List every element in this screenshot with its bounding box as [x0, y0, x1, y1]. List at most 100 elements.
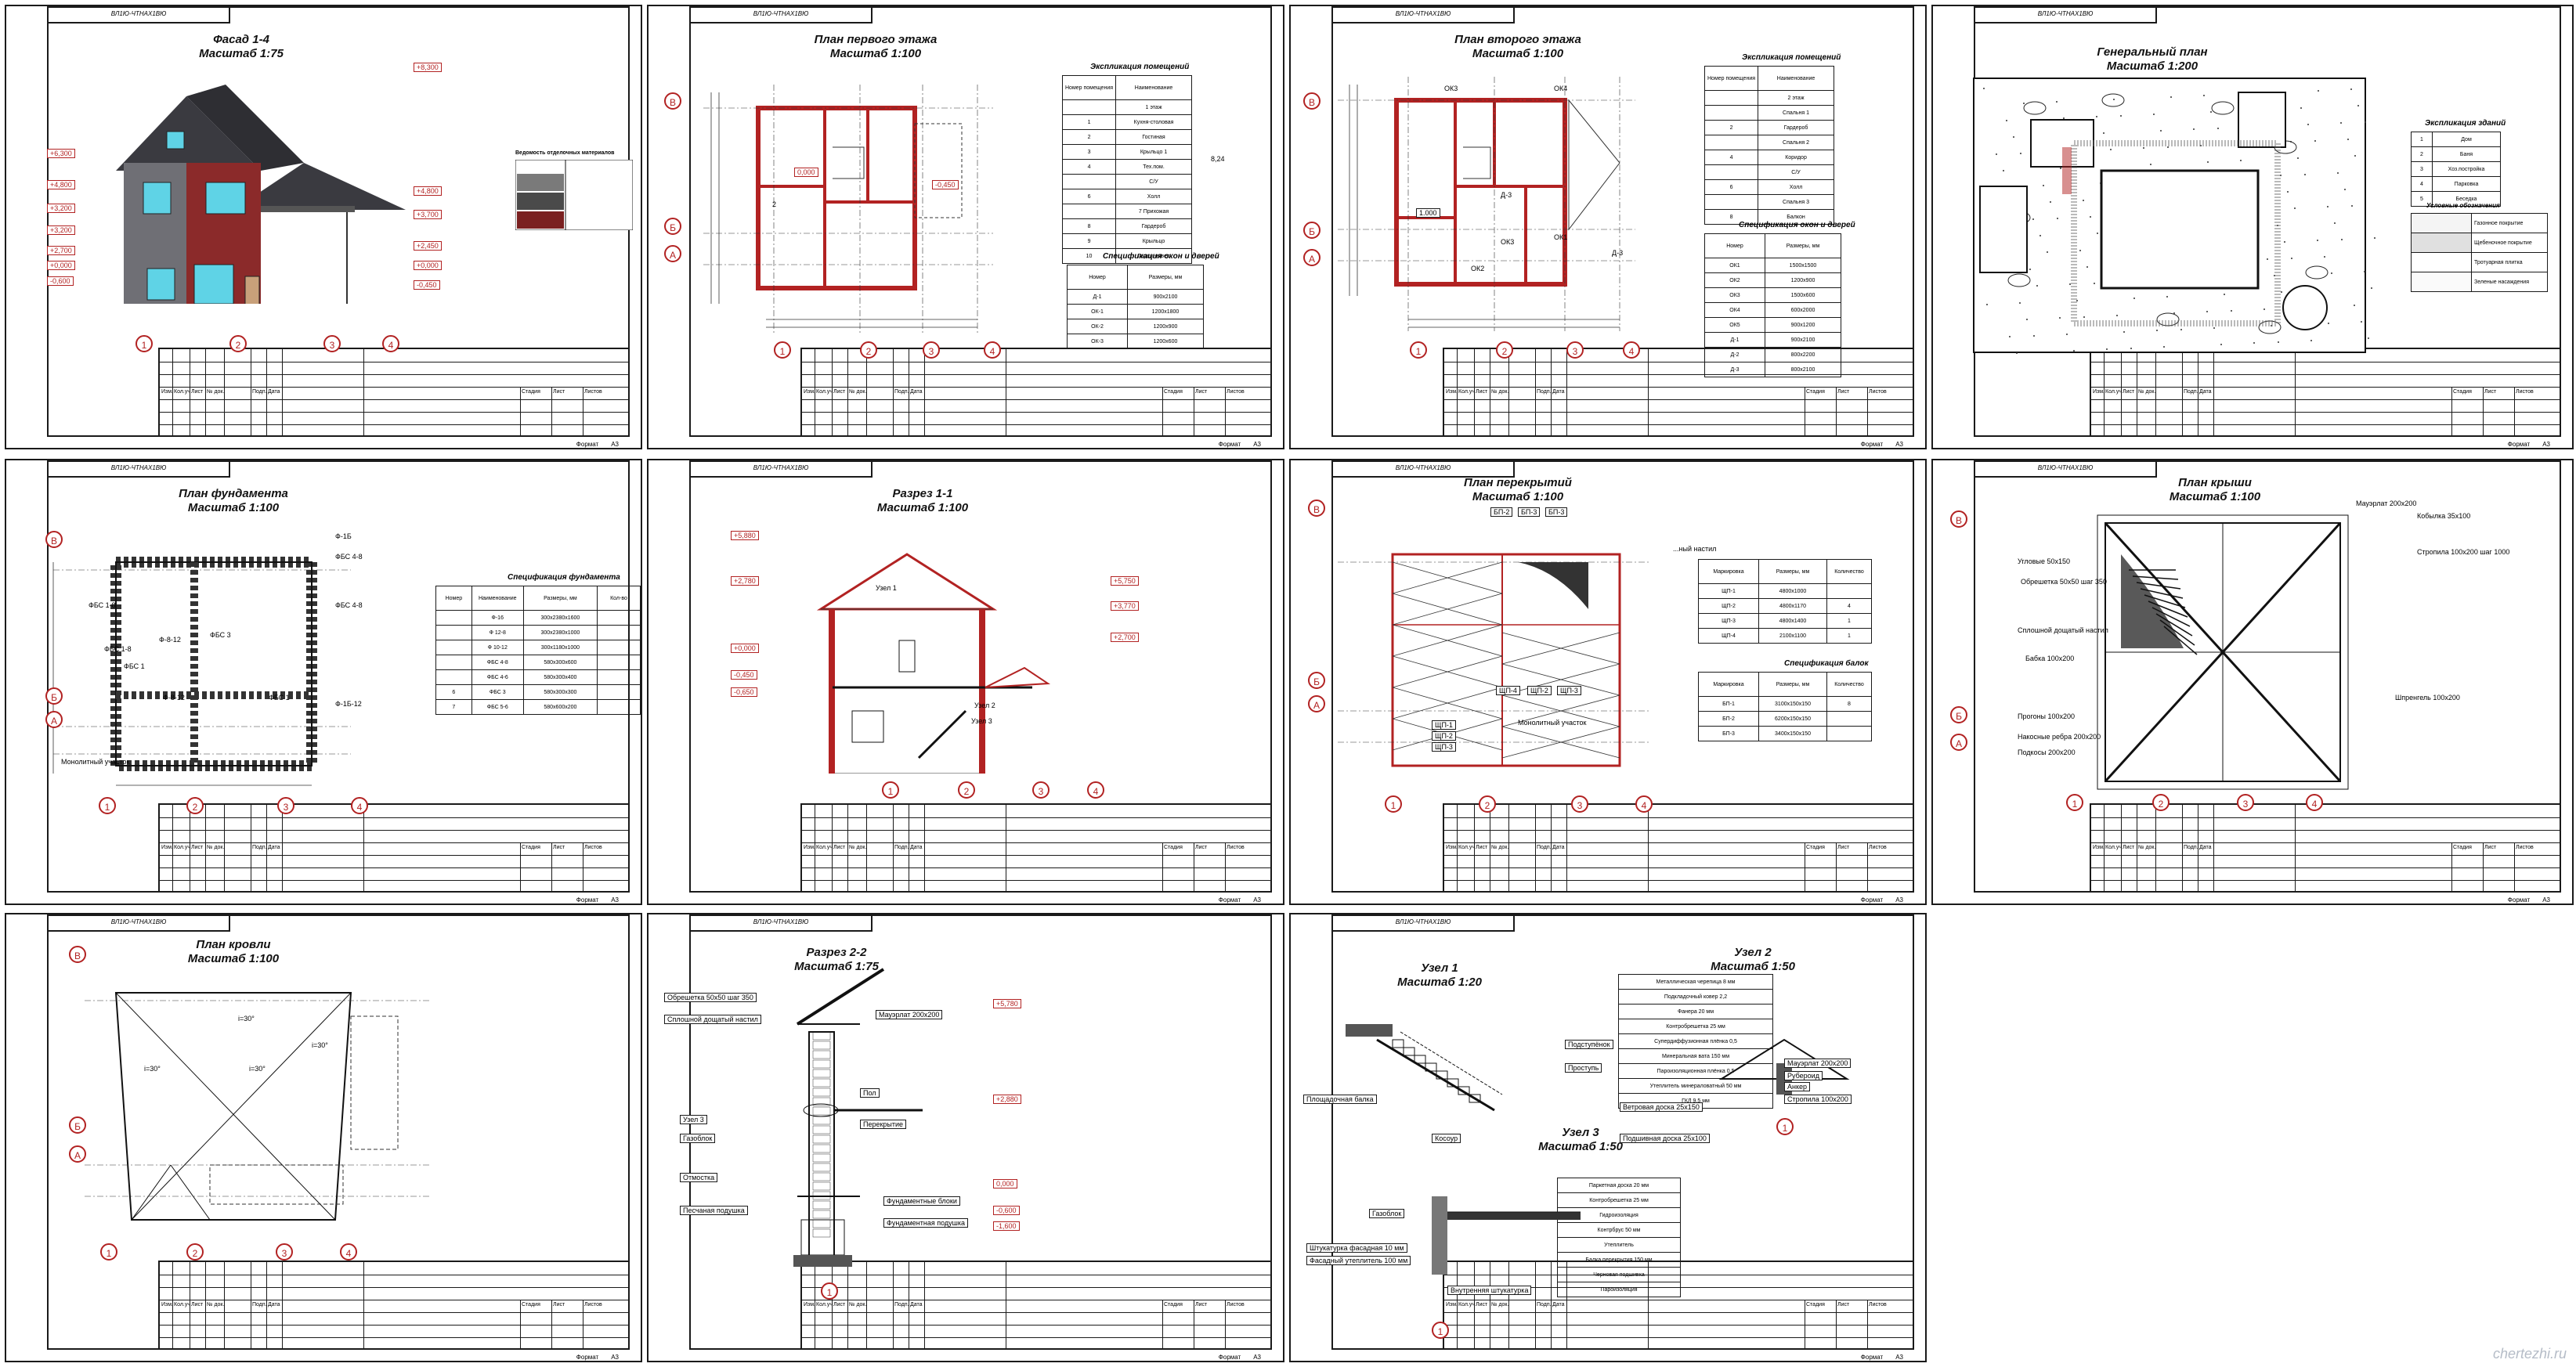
table-cell: ЩП-4 [1698, 628, 1759, 644]
table-cell: 6 [1061, 189, 1117, 204]
title-text: Фасад 1-4 [213, 33, 269, 46]
stamp-col-label: № док. [849, 845, 867, 850]
table-cell: Газонное покрытие [2471, 213, 2548, 233]
callout-label: i=30° [144, 1065, 161, 1073]
axis-marker: Б [664, 218, 681, 235]
header-cell: Номер [1704, 233, 1765, 258]
table-cell: Спальня 1 [1758, 105, 1835, 121]
axis-marker: Б [1950, 706, 1967, 723]
axis-marker: А [45, 711, 63, 728]
callout-label: Сплошной дощатый настил [664, 1015, 761, 1024]
sheet-inner-frame [689, 460, 1272, 893]
axis-marker: 2 [186, 797, 204, 814]
sheet-inner-frame [47, 914, 630, 1350]
stamp-sheets: Листов [1869, 1302, 1887, 1307]
axis-marker: 3 [2237, 794, 2254, 811]
table-cell: 1 [1826, 613, 1872, 629]
table-cell: Гараж-навес [1115, 248, 1193, 264]
callout-label: Бабка 100x200 [2025, 655, 2075, 662]
table-cell: 900x2100 [1127, 289, 1204, 305]
table-cell [1826, 726, 1872, 741]
drawing-area [1432, 1196, 1588, 1275]
scale-text: Масштаб 1:50 [1538, 1140, 1623, 1153]
callout-label: Обрешетка 50x50 шаг 350 [2021, 578, 2107, 586]
stamp-stage: Стадия [522, 845, 540, 850]
table-cell: 4800x1400 [1758, 613, 1827, 629]
axis-marker: 1 [1410, 341, 1427, 359]
axis-marker: 1 [2066, 794, 2083, 811]
stamp-col-label: Лист [191, 389, 204, 395]
table-caption: Спецификация окон и дверей [1739, 221, 1855, 229]
header-cell: Маркировка [1698, 559, 1759, 584]
callout-label: Штукатурка фасадная 10 мм [1306, 1243, 1407, 1253]
table-cell: 8 [1826, 696, 1872, 712]
table-cell: Баня [2432, 146, 2501, 162]
axis-marker: 3 [277, 797, 294, 814]
stamp-col-label: Изм. [1446, 389, 1458, 395]
legend-swatch [2411, 213, 2472, 233]
stamp-col-label: Изм. [2093, 845, 2105, 850]
table-cell: 4 [1061, 159, 1117, 175]
sheet-code: ВЛ1Ю-ЧТНАХ1ВЮ [1974, 460, 2157, 478]
stamp-sheets: Листов [1227, 1302, 1245, 1307]
stamp-col-label: Дата [1552, 1302, 1565, 1307]
stamp-stage: Стадия [522, 389, 540, 395]
callout-label: Прогоны 100x200 [2018, 712, 2076, 720]
axis-marker: 4 [1635, 795, 1653, 813]
callout-label: Ведомость отделочных материалов [515, 150, 615, 156]
table-row: Спальня 3 [1703, 194, 1835, 210]
axis-marker: 2 [186, 1243, 204, 1261]
header-cell: Номер помещения [1061, 75, 1117, 100]
title-text: Разрез 1-1 [892, 487, 953, 500]
callout-label: Накосные ребра 200x200 [2018, 733, 2101, 741]
table-cell: 600x2000 [1765, 302, 1841, 318]
title-text: План фундамента [179, 487, 288, 500]
axis-marker: 1 [1776, 1118, 1794, 1135]
header-cell: Размеры, мм [1758, 559, 1827, 584]
table-cell: Дом [2432, 132, 2501, 147]
callout-label: Стропила 100x200 [1784, 1095, 1852, 1104]
table-cell: ОК-3 [1067, 334, 1128, 349]
table-cell: Хоз.постройка [2432, 161, 2501, 177]
table-cell: Кухня-столовая [1115, 114, 1193, 130]
table-cell [596, 625, 641, 640]
table-cell: 4800x1000 [1758, 583, 1827, 599]
drawing-area [1306, 61, 1651, 366]
drawing-area [2043, 500, 2372, 828]
table-cell [1703, 164, 1759, 180]
table-cell: 10 [1061, 248, 1117, 264]
stamp-sheets: Листов [2516, 845, 2534, 850]
callout-label: 8,24 [1211, 155, 1225, 163]
table-cell: Металлическая черепица 8 мм [1618, 974, 1773, 990]
callout-label: Подступёнок [1565, 1040, 1613, 1049]
table-cell: 800x2200 [1765, 347, 1841, 362]
table-cell: 9 [1061, 233, 1117, 249]
callout-label: БП-3 [1518, 507, 1541, 517]
format-value: А3 [2542, 896, 2550, 904]
axis-marker: Б [1303, 222, 1321, 239]
callout-label: ОК2 [1471, 265, 1485, 272]
stamp-col-label: Подп. [252, 389, 267, 395]
axis-marker: 4 [2306, 794, 2323, 811]
axis-marker: 3 [1571, 795, 1588, 813]
